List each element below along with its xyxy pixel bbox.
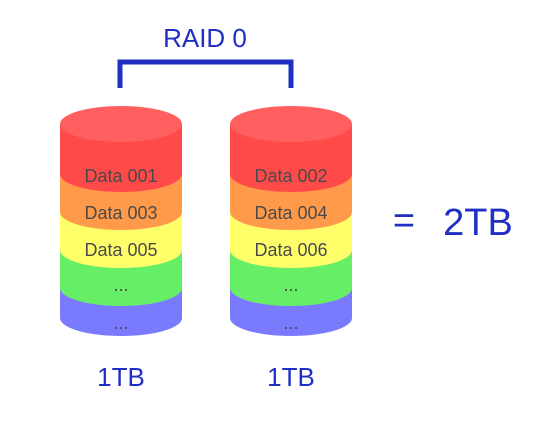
disk-1-layer-2-label: Data 003: [84, 203, 157, 223]
disk-1-layer-3-label: Data 005: [84, 240, 157, 260]
disk-2-layer-1: [230, 124, 352, 192]
disk-1-layer-5-label: ...: [113, 313, 128, 333]
disk-2-layer-1-label: Data 002: [254, 166, 327, 186]
disk-1-layer-1-label: Data 001: [84, 166, 157, 186]
disk-2-layer-4-label: ...: [283, 275, 298, 295]
equals-sign: =: [393, 200, 415, 242]
raid-title: RAID 0: [163, 23, 247, 53]
disk-2-layer-3-label: Data 006: [254, 240, 327, 260]
disk-2-layer-2-label: Data 004: [254, 203, 327, 223]
disk-2-capacity: 1TB: [267, 362, 315, 392]
disk-2-layer-5-label: ...: [283, 313, 298, 333]
disk-1-layer-4-label: ...: [113, 275, 128, 295]
disk-2: ... ... Data 006 Data 004 Data 002 1TB: [230, 106, 352, 392]
raid-bracket: [117, 59, 294, 88]
total-capacity: 2TB: [443, 202, 513, 244]
disk-1-capacity: 1TB: [97, 362, 145, 392]
disk-1: ... ... Data 005 Data 003 Data 001 1TB: [60, 106, 182, 392]
disk-1-layer-1: [60, 124, 182, 192]
